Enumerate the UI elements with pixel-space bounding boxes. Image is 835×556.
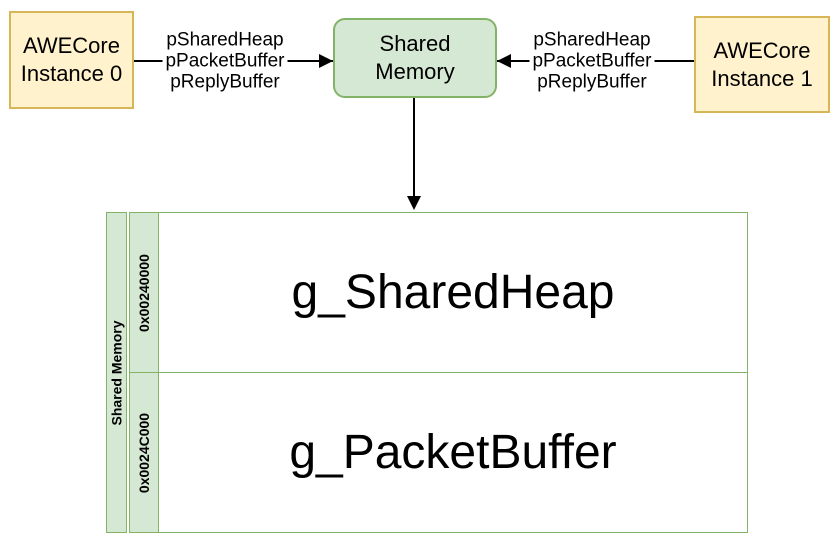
node-shared-memory: Shared Memory — [333, 18, 497, 98]
connector-label-left-line2: pPacketBuffer — [165, 50, 285, 72]
connector-label-left-line1: pSharedHeap — [166, 29, 284, 51]
node-shared-memory-label-line2: Memory — [375, 59, 455, 84]
connector-label-right-line3: pReplyBuffer — [537, 71, 647, 93]
node-awecore-instance-0-label-line2: Instance 0 — [20, 61, 123, 86]
memory-table-address-row1: 0x0024C000 — [136, 412, 152, 493]
memory-table-address-cell-row0: 0x00240000 — [129, 212, 159, 373]
memory-table-side-label: Shared Memory — [108, 319, 125, 426]
memory-table-name-row0: g_SharedHeap — [291, 266, 615, 319]
arrowhead-down-icon — [407, 196, 421, 210]
memory-table-name-cell-row0: g_SharedHeap — [158, 212, 748, 373]
node-awecore-instance-0: AWECore Instance 0 — [9, 11, 134, 109]
connector-label-right-line2: pPacketBuffer — [532, 50, 652, 72]
node-awecore-instance-1: AWECore Instance 1 — [694, 16, 830, 113]
memory-table-address-row0: 0x00240000 — [136, 253, 152, 332]
node-awecore-instance-1-label-line1: AWECore — [713, 37, 811, 63]
memory-table-name-row1: g_PacketBuffer — [289, 426, 617, 479]
node-awecore-instance-0-label-line1: AWECore — [23, 33, 120, 58]
node-awecore-instance-1-label-line2: Instance 1 — [711, 65, 813, 91]
connector-label-right: pSharedHeap pPacketBuffer pReplyBuffer — [529, 29, 655, 93]
connector-label-left: pSharedHeap pPacketBuffer pReplyBuffer — [162, 29, 288, 93]
connector-label-right-line1: pSharedHeap — [533, 29, 651, 51]
arrowhead-right-icon — [319, 54, 333, 68]
node-shared-memory-label-line1: Shared — [379, 31, 451, 56]
memory-table-side-cell: Shared Memory — [106, 212, 127, 533]
memory-table-name-cell-row1: g_PacketBuffer — [158, 372, 748, 533]
connector-label-left-line3: pReplyBuffer — [170, 71, 280, 93]
memory-table-address-cell-row1: 0x0024C000 — [129, 372, 159, 533]
connector-shared-memory-to-table — [413, 98, 415, 197]
arrowhead-left-icon — [497, 54, 511, 68]
